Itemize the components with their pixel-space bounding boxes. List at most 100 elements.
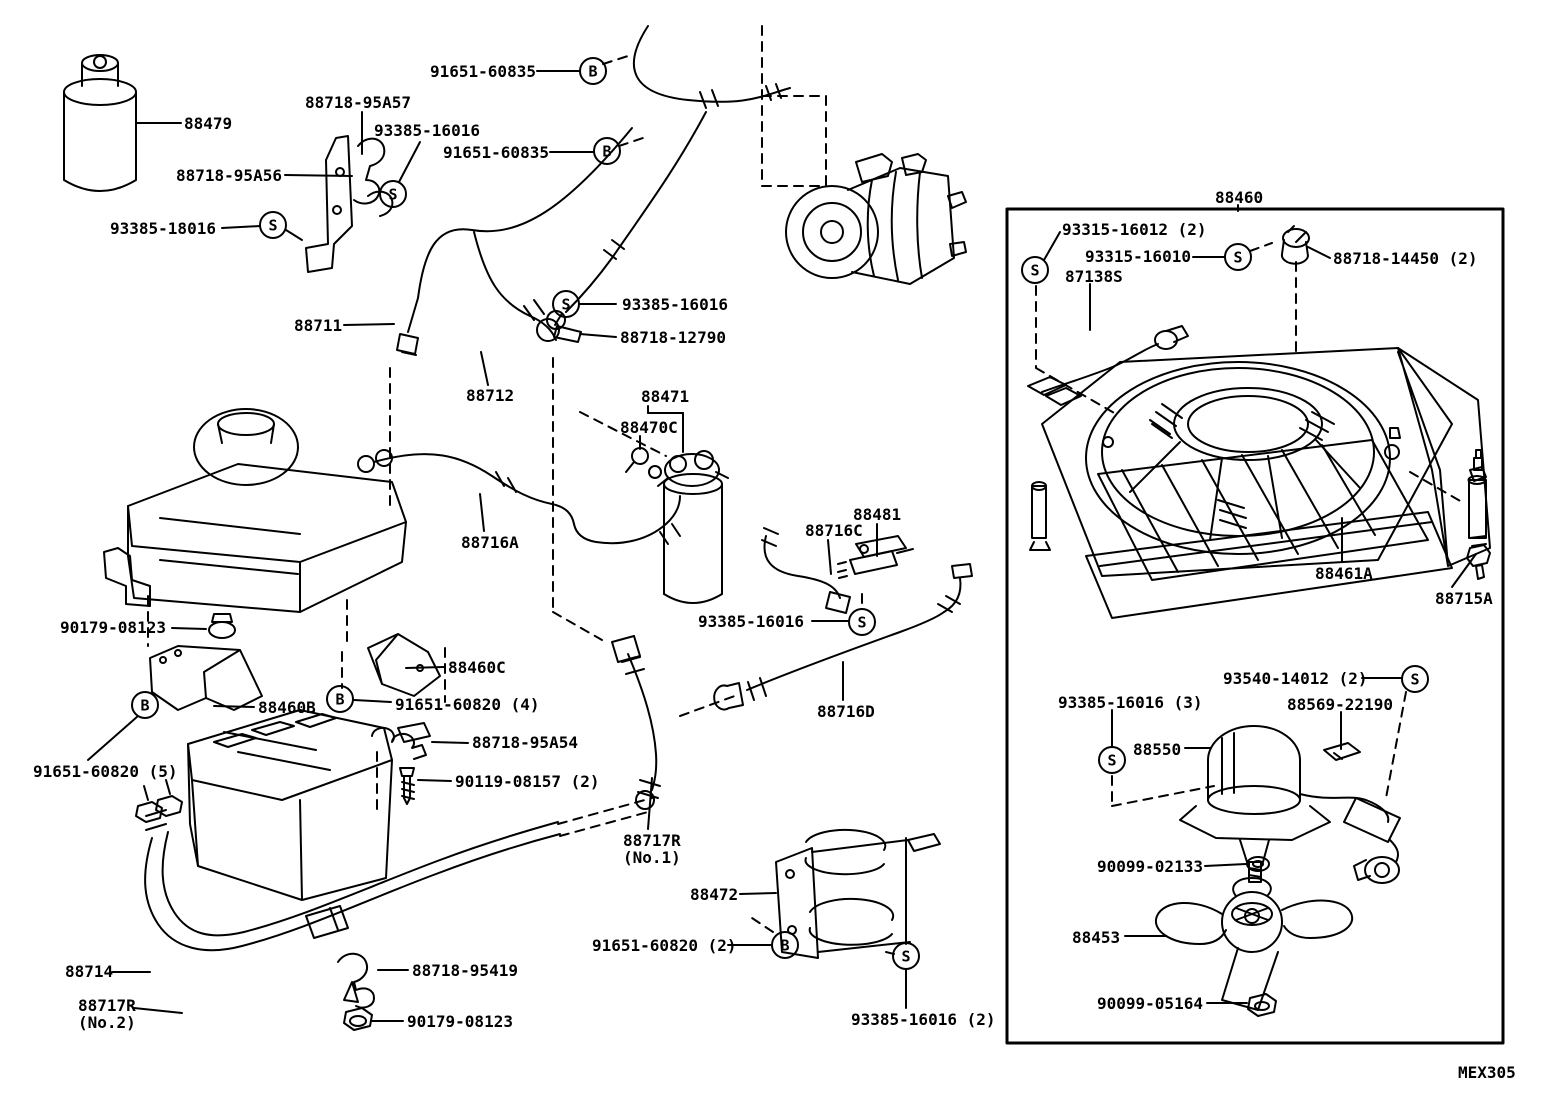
part-label-88718-14450: 88718-14450 (2) (1333, 249, 1478, 268)
part-label-93385-16016-c: 93385-16016 (698, 612, 804, 631)
fastener-marker-letter-S: S (561, 296, 570, 314)
refrigerant-hoses-art (396, 25, 791, 356)
fastener-marker-circle-B (131, 691, 159, 719)
part-label-88569-22190: 88569-22190 (1287, 695, 1393, 714)
fastener-marker-circle-S (848, 608, 876, 636)
part-label-88716A: 88716A (461, 533, 519, 552)
leader-line-88472 (739, 892, 777, 895)
fastener-marker-letter-B: B (588, 63, 597, 81)
fastener-marker-circle-S (552, 290, 580, 318)
leader-line-91651-60820-4 (353, 699, 392, 703)
fastener-marker-circle-S (892, 942, 920, 970)
part-label-88716C: 88716C (805, 521, 863, 540)
fastener-marker-circle-S (379, 180, 407, 208)
fastener-marker-circle-S (1224, 243, 1252, 271)
part-label-88470C: 88470C (620, 418, 678, 437)
fastener-marker-letter-S: S (268, 217, 277, 235)
leader-line-88460B (213, 705, 255, 708)
part-label-93315-16012: 93315-16012 (2) (1062, 220, 1207, 239)
compressor-art (785, 153, 967, 285)
fastener-marker-letter-B: B (140, 697, 149, 715)
part-label-88715A: 88715A (1435, 589, 1493, 608)
pipe-clamp-bracket-art (305, 135, 394, 273)
fastener-marker-circle-B (326, 685, 354, 713)
part-label-88718-95A56: 88718-95A56 (176, 166, 282, 185)
figure-code: MEX305 (1458, 1063, 1516, 1082)
part-label-88718-95419: 88718-95419 (412, 961, 518, 980)
fastener-marker-letter-S: S (1107, 752, 1116, 770)
part-label-93385-16016-2: 93385-16016 (2) (851, 1010, 996, 1029)
leader-line-90119-08157 (417, 779, 452, 782)
part-label-88471: 88471 (641, 387, 690, 406)
leader-line-93385-18016 (221, 225, 261, 229)
part-label-93385-18016: 93385-18016 (110, 219, 216, 238)
leader-line-91651-60820-5 (87, 715, 139, 761)
leader-line-88716A (479, 493, 485, 532)
mounting-brackets-art (149, 613, 441, 1031)
part-label-93385-16016-b: 93385-16016 (622, 295, 728, 314)
liquid-pipes-art (373, 453, 973, 810)
leader-line-93385-16016-b (554, 314, 562, 326)
fastener-marker-letter-B: B (780, 937, 789, 955)
part-label-88718-95A57: 88718-95A57 (305, 93, 411, 112)
leader-line-88711 (343, 323, 395, 326)
cooling-unit-upper-art (103, 408, 407, 613)
part-label-88460C: 88460C (448, 658, 506, 677)
part-label-91651-60820-2: 91651-60820 (2) (592, 936, 737, 955)
fastener-marker-letter-S: S (1233, 249, 1242, 267)
leader-line-88718-95A54 (431, 741, 469, 744)
leader-line-88718-12790 (579, 333, 617, 338)
part-label-88718-95A54: 88718-95A54 (472, 733, 578, 752)
part-label-88712: 88712 (466, 386, 515, 405)
fastener-marker-circle-S (1401, 665, 1429, 693)
leader-lines (87, 70, 1477, 1022)
part-label-88481: 88481 (853, 505, 902, 524)
part-label-93315-16010: 93315-16010 (1085, 247, 1191, 266)
part-label-91651-60820-5: 91651-60820 (5) (33, 762, 178, 781)
part-label-93385-16016-3: 93385-16016 (3) (1058, 693, 1203, 712)
condenser-panel-art (1005, 207, 1505, 1045)
leader-line-90179-08123-a (171, 627, 207, 630)
fastener-marker-circle-S (259, 211, 287, 239)
receiver-drier-art (625, 447, 729, 604)
fastener-marker-circle-B (593, 137, 621, 165)
leader-line-93385-16016-a (398, 141, 421, 183)
part-label-88717R-1: 88717R (No.1) (623, 831, 681, 867)
part-label-88716D: 88716D (817, 702, 875, 721)
part-label-93540-14012: 93540-14012 (2) (1223, 669, 1368, 688)
leader-line-88718-95A56 (284, 174, 353, 177)
fastener-marker-circle-S (1021, 256, 1049, 284)
leader-line-90099-02133 (1204, 863, 1247, 867)
part-label-88714: 88714 (65, 962, 114, 981)
part-label-88711: 88711 (294, 316, 343, 335)
fastener-marker-letter-S: S (388, 186, 397, 204)
cooling-unit-lower-art (135, 709, 561, 952)
part-label-90119-08157: 90119-08157 (2) (455, 772, 600, 791)
receiver-bottle-art (63, 54, 137, 192)
part-label-90099-05164: 90099-05164 (1097, 994, 1203, 1013)
fastener-marker-letter-S: S (1030, 262, 1039, 280)
part-label-88479: 88479 (184, 114, 233, 133)
fastener-marker-circle-S (1098, 746, 1126, 774)
leader-line-88715A (1451, 553, 1477, 588)
part-label-88472: 88472 (690, 885, 739, 904)
part-label-91651-60820-4: 91651-60820 (4) (395, 695, 540, 714)
fastener-marker-letter-S: S (857, 614, 866, 632)
part-label-90179-08123-b: 90179-08123 (407, 1012, 513, 1031)
leader-line-88717R-2 (133, 1007, 183, 1014)
fastener-marker-letter-S: S (901, 948, 910, 966)
leader-line-88718-14450 (1307, 246, 1331, 259)
part-label-88718-12790: 88718-12790 (620, 328, 726, 347)
part-label-88460: 88460 (1215, 188, 1264, 207)
part-label-90099-02133: 90099-02133 (1097, 857, 1203, 876)
fastener-marker-circle-B (579, 57, 607, 85)
part-label-87138S: 87138S (1065, 267, 1123, 286)
leader-line-93315-16012 (1043, 231, 1061, 261)
leader-line-88712 (480, 351, 489, 386)
part-label-88453: 88453 (1072, 928, 1121, 947)
leader-line-88717R-1 (647, 777, 653, 830)
leader-line-88460C (405, 666, 445, 669)
fastener-marker-letter-B: B (335, 691, 344, 709)
